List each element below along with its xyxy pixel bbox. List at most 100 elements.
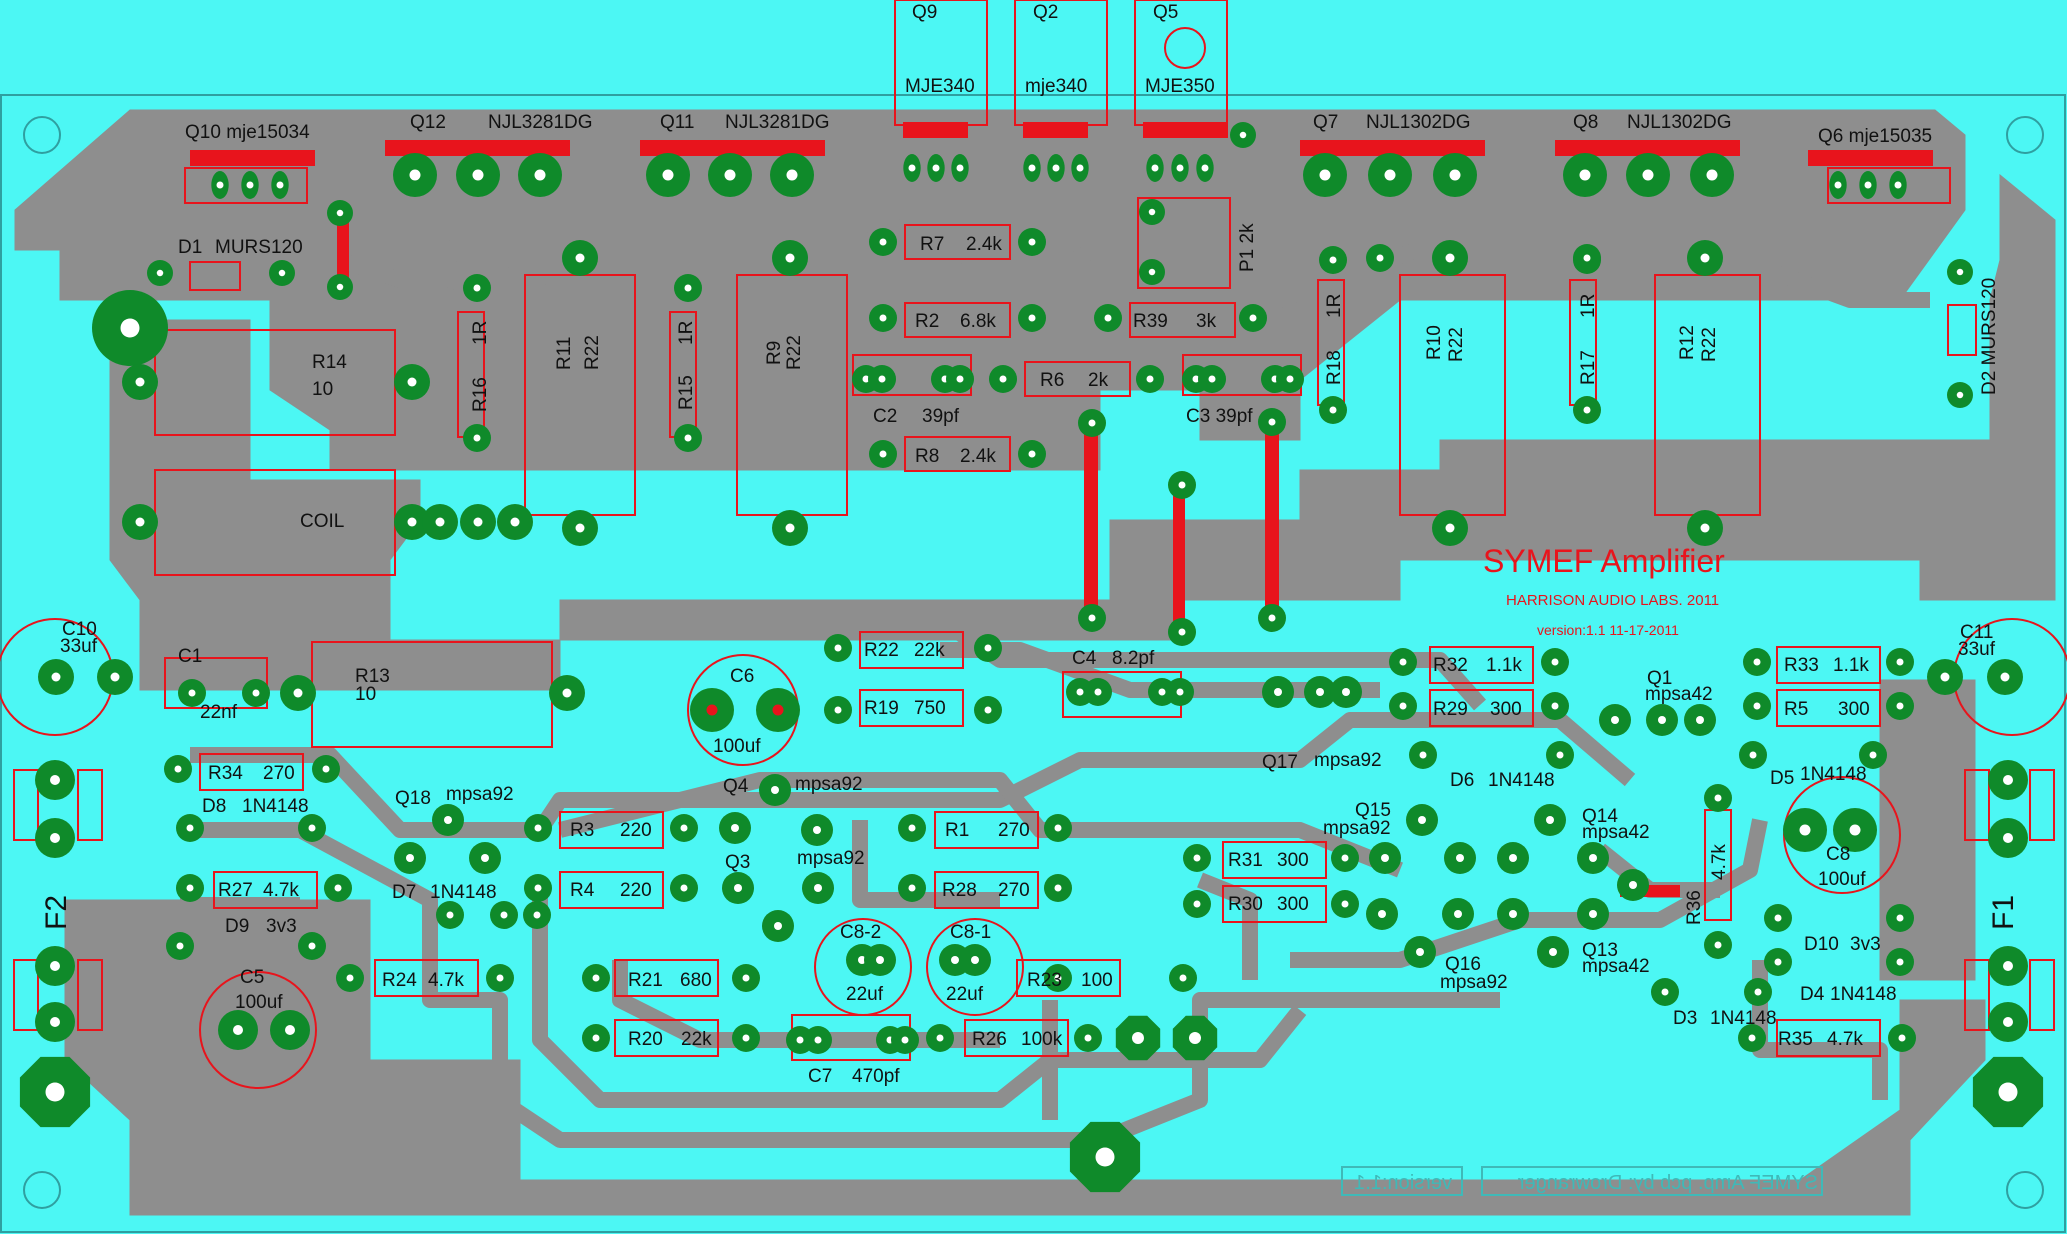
- drill-hole: [1158, 688, 1166, 696]
- drill-hole: [731, 824, 739, 832]
- drill-hole: [1896, 658, 1904, 666]
- drill-hole: [1178, 481, 1186, 489]
- label-r34: R34: [208, 763, 243, 784]
- drill-hole: [1094, 688, 1102, 696]
- drill-hole: [1342, 688, 1350, 696]
- drill-hole: [876, 956, 884, 964]
- drill-hole: [50, 775, 60, 785]
- drill-hole: [1696, 716, 1704, 724]
- drill-hole: [1201, 164, 1209, 172]
- drill-hole: [1418, 816, 1426, 824]
- label-q9-part: MJE340: [905, 76, 975, 97]
- label-r29: R29: [1433, 699, 1468, 720]
- drill-hole: [592, 974, 600, 982]
- mirror-credit: SYMEF Amp. pcb by: Drowranger: [1518, 1172, 1818, 1194]
- drill-hole: [680, 884, 688, 892]
- drill-hole: [186, 824, 194, 832]
- drill-hole: [1714, 941, 1722, 949]
- drill-hole: [1774, 958, 1782, 966]
- drill-hole: [774, 922, 782, 930]
- label-r16-val: 1R: [470, 321, 491, 345]
- drill-hole: [814, 1036, 822, 1044]
- drill-hole: [1381, 854, 1389, 862]
- drill-hole: [575, 253, 585, 263]
- label-c6-val: 100uf: [713, 736, 761, 757]
- label-q14: Q14: [1582, 806, 1618, 827]
- drill-hole: [1456, 854, 1464, 862]
- label-q2: Q2: [1033, 2, 1058, 23]
- label-r9: R9: [764, 341, 785, 365]
- drill-hole: [834, 706, 842, 714]
- label-r39: R39: [1133, 311, 1168, 332]
- label-r4: R4: [570, 880, 595, 901]
- drill-hole: [1028, 314, 1036, 322]
- drill-hole: [276, 181, 284, 189]
- drill-hole: [1799, 824, 1811, 836]
- label-q17: Q17: [1262, 752, 1298, 773]
- drill-hole: [1054, 884, 1062, 892]
- label-r22-val: 22k: [914, 640, 945, 661]
- drill-hole: [1076, 164, 1084, 172]
- drill-hole: [308, 824, 316, 832]
- label-c1: C1: [178, 646, 202, 667]
- label-d4: D4: [1800, 984, 1825, 1005]
- label-r10: R10: [1424, 325, 1445, 360]
- label-r24: R24: [382, 970, 417, 991]
- drill-hole: [936, 1034, 944, 1042]
- pad-layer: [19, 122, 2044, 1193]
- drill-hole: [785, 523, 795, 533]
- label-coil: COIL: [300, 511, 344, 532]
- drill-hole: [772, 704, 784, 716]
- drill-hole: [1589, 854, 1597, 862]
- drill-hole: [1869, 751, 1877, 759]
- label-r34-val: 270: [263, 763, 295, 784]
- board-title-block: SYMEF Amplifier HARRISON AUDIO LABS. 201…: [1483, 543, 1725, 638]
- drill-hole: [110, 672, 120, 682]
- drill-hole: [971, 956, 979, 964]
- label-q4: Q4: [723, 776, 749, 797]
- label-q13-part: mpsa42: [1582, 956, 1650, 977]
- drill-hole: [1754, 988, 1762, 996]
- drill-hole: [481, 854, 489, 862]
- drill-hole: [1319, 169, 1331, 181]
- drill-hole: [2003, 833, 2013, 843]
- drill-hole: [1714, 794, 1722, 802]
- drill-hole: [1028, 164, 1036, 172]
- board-maker: HARRISON AUDIO LABS. 2011: [1506, 592, 1719, 609]
- drill-hole: [908, 884, 916, 892]
- drill-hole: [50, 1017, 60, 1027]
- drill-hole: [1849, 824, 1861, 836]
- drill-hole: [1286, 375, 1294, 383]
- drill-hole: [1583, 254, 1591, 262]
- label-d6: D6: [1450, 770, 1474, 791]
- drill-hole: [1419, 751, 1427, 759]
- label-d9: D9: [225, 916, 249, 937]
- label-q16: Q16: [1445, 954, 1481, 975]
- drill-hole: [1095, 1147, 1115, 1167]
- drill-hole: [1998, 1082, 2018, 1102]
- label-p1: P1 2k: [1237, 223, 1258, 272]
- label-c8: C8: [1826, 844, 1850, 865]
- label-r19-val: 750: [914, 698, 946, 719]
- label-r2: R2: [915, 311, 939, 332]
- drill-hole: [135, 377, 145, 387]
- drill-hole: [156, 269, 164, 277]
- label-c11: C11: [1960, 622, 1993, 643]
- drill-hole: [1642, 169, 1654, 181]
- drill-hole: [1549, 948, 1557, 956]
- mirror-version: version:1.1: [1354, 1172, 1452, 1194]
- drill-hole: [2003, 1017, 2013, 1027]
- label-r20-val: 22k: [681, 1029, 712, 1050]
- label-q7-part: NJL1302DG: [1366, 112, 1471, 133]
- drill-hole: [1208, 375, 1216, 383]
- drill-hole: [1193, 854, 1201, 862]
- label-q5: Q5: [1153, 2, 1178, 23]
- label-r17: R17: [1578, 350, 1599, 385]
- label-d7-part: 1N4148: [430, 882, 497, 903]
- drill-hole: [496, 974, 504, 982]
- label-r24-val: 4.7k: [428, 970, 464, 991]
- label-r8-val: 2.4k: [960, 446, 996, 467]
- label-f2: F2: [40, 895, 73, 930]
- drill-hole: [1054, 974, 1062, 982]
- label-r23: R23: [1027, 970, 1062, 991]
